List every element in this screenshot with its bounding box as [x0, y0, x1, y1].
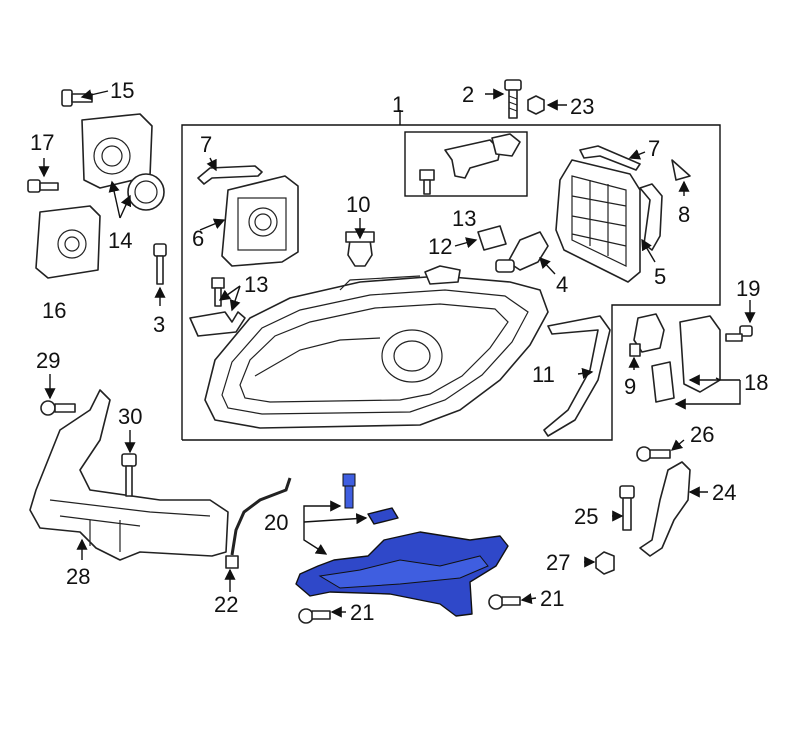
callout-8: 8 — [678, 202, 690, 227]
gasket-7-left — [197, 165, 263, 185]
nut-27 — [595, 551, 615, 575]
callout-15: 15 — [110, 78, 134, 103]
bolt-25 — [619, 485, 635, 531]
callout-20: 20 — [264, 510, 288, 535]
module-18 — [651, 315, 721, 403]
screw-3 — [153, 243, 167, 285]
callout-7-right: 7 — [648, 136, 660, 161]
bracket-13-lower — [189, 277, 246, 337]
callout-6: 6 — [192, 226, 204, 251]
callout-2: 2 — [462, 82, 474, 107]
bracket-28 — [29, 389, 229, 561]
callout-14: 14 — [108, 228, 132, 253]
seal-8 — [639, 159, 691, 251]
callout-24: 24 — [712, 480, 736, 505]
ballast-16 — [35, 205, 101, 279]
callout-25: 25 — [574, 504, 598, 529]
screw-21-left — [298, 608, 331, 624]
screw-17 — [27, 179, 59, 193]
callout-16: 16 — [42, 298, 66, 323]
screw-15 — [61, 89, 93, 107]
actuator-9 — [629, 313, 665, 357]
callout-30: 30 — [118, 404, 142, 429]
callout-23: 23 — [570, 94, 594, 119]
callout-26: 26 — [690, 422, 714, 447]
callout-21-right: 21 — [540, 586, 564, 611]
screw-26 — [636, 446, 671, 462]
callout-labels: 1 2 3 4 5 6 7 7 8 9 10 11 12 13 13 14 15… — [30, 78, 768, 625]
callout-10: 10 — [346, 192, 370, 217]
callout-27: 27 — [546, 550, 570, 575]
screw-30 — [121, 453, 137, 497]
trim-11 — [543, 315, 611, 437]
callout-4: 4 — [556, 272, 568, 297]
screw-19 — [725, 325, 753, 342]
bracket-20-highlighted — [295, 473, 509, 617]
callout-5: 5 — [654, 264, 666, 289]
headlamp-housing — [204, 265, 549, 429]
frame-6 — [221, 175, 299, 267]
callout-1: 1 — [392, 92, 404, 117]
callout-18: 18 — [744, 370, 768, 395]
callout-22: 22 — [214, 592, 238, 617]
plate-12 — [477, 225, 507, 251]
bracket-24 — [639, 461, 691, 557]
callout-7-left: 7 — [200, 132, 212, 157]
ballast-14 — [81, 113, 165, 211]
leader-lines — [38, 88, 756, 618]
screw-29 — [40, 400, 76, 416]
gasket-7-right — [579, 145, 641, 171]
callout-17: 17 — [30, 130, 54, 155]
screw-21-right — [488, 594, 521, 610]
screw-2 — [504, 79, 522, 119]
callout-3: 3 — [153, 312, 165, 337]
callout-9: 9 — [624, 374, 636, 399]
hose-22 — [225, 477, 292, 569]
bracket-13-top — [419, 133, 521, 195]
headlamp-assembly-frame — [181, 110, 721, 441]
callout-13-top: 13 — [452, 206, 476, 231]
bulb-4 — [495, 231, 549, 273]
callout-11: 11 — [532, 362, 555, 387]
callout-19: 19 — [736, 276, 760, 301]
callout-21-left: 21 — [350, 600, 374, 625]
callout-28: 28 — [66, 564, 90, 589]
callout-13-lower: 13 — [244, 272, 268, 297]
callout-29: 29 — [36, 348, 60, 373]
grille-5 — [555, 159, 641, 283]
nut-23 — [527, 95, 545, 115]
callout-12: 12 — [428, 234, 452, 259]
